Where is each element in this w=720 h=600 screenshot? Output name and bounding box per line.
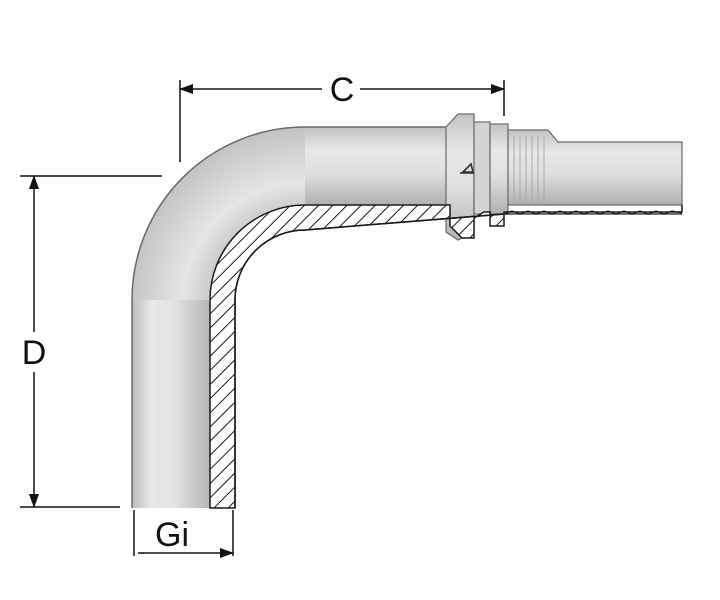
horizontal-leg	[305, 127, 450, 205]
hatched-wall	[209, 204, 683, 509]
section-wall	[209, 204, 683, 509]
dimension-d: D	[20, 175, 162, 508]
elbow-outline	[131, 126, 450, 508]
tail-ribs	[513, 136, 545, 205]
dimension-c: C	[179, 71, 505, 162]
dimension-c-label: C	[330, 71, 355, 109]
dimension-d-label: D	[22, 334, 47, 372]
dimension-gi-label: Gi	[155, 516, 189, 554]
hose-tail	[507, 129, 683, 206]
vertical-leg	[132, 300, 210, 508]
manufacturer-logo-icon	[460, 162, 475, 174]
bend-section	[132, 127, 305, 300]
dimension-gi: Gi	[133, 510, 234, 558]
hex-collar	[445, 113, 509, 241]
elbow-body	[131, 126, 450, 508]
tail-bore-serration	[503, 210, 683, 215]
inner-bore-outline	[234, 213, 505, 508]
